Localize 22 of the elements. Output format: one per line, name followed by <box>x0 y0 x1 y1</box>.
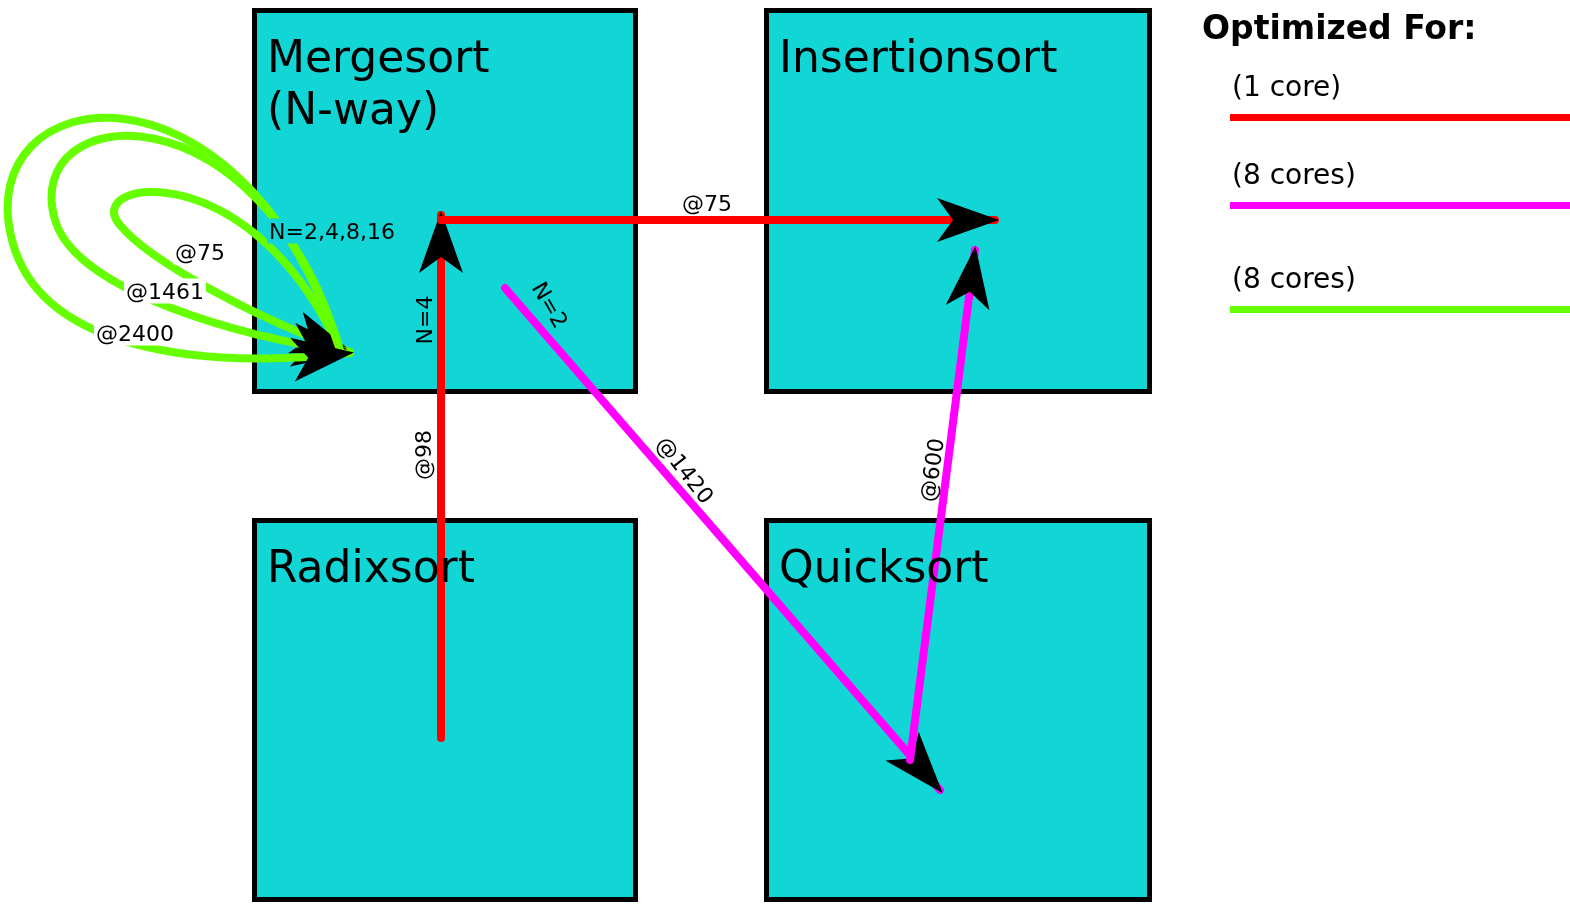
legend-title: Optimized For: <box>1202 8 1477 47</box>
arrow <box>501 284 944 794</box>
process-box <box>764 518 1152 902</box>
edge-label: @75 <box>681 190 733 216</box>
edge-label: @1461 <box>124 278 206 304</box>
legend-label: (8 cores) <box>1232 262 1356 295</box>
process-box <box>252 518 638 902</box>
legend-label: (1 core) <box>1232 70 1342 103</box>
arrow <box>419 211 463 742</box>
box-title: Mergesort (N-way) <box>267 31 491 135</box>
process-box <box>764 8 1152 394</box>
annotation-label: N=4 <box>411 294 437 347</box>
process-box <box>252 8 638 394</box>
annotation-label: N=2,4,8,16 <box>267 218 397 244</box>
arrow <box>47 131 354 366</box>
edge-label: @98 <box>410 429 436 482</box>
arrow <box>3 114 354 381</box>
edge-label: @600 <box>914 435 950 506</box>
arrow <box>437 198 999 242</box>
arrow <box>906 246 990 764</box>
box-title: Insertionsort <box>779 31 1059 83</box>
legend-label: (8 cores) <box>1232 158 1356 191</box>
